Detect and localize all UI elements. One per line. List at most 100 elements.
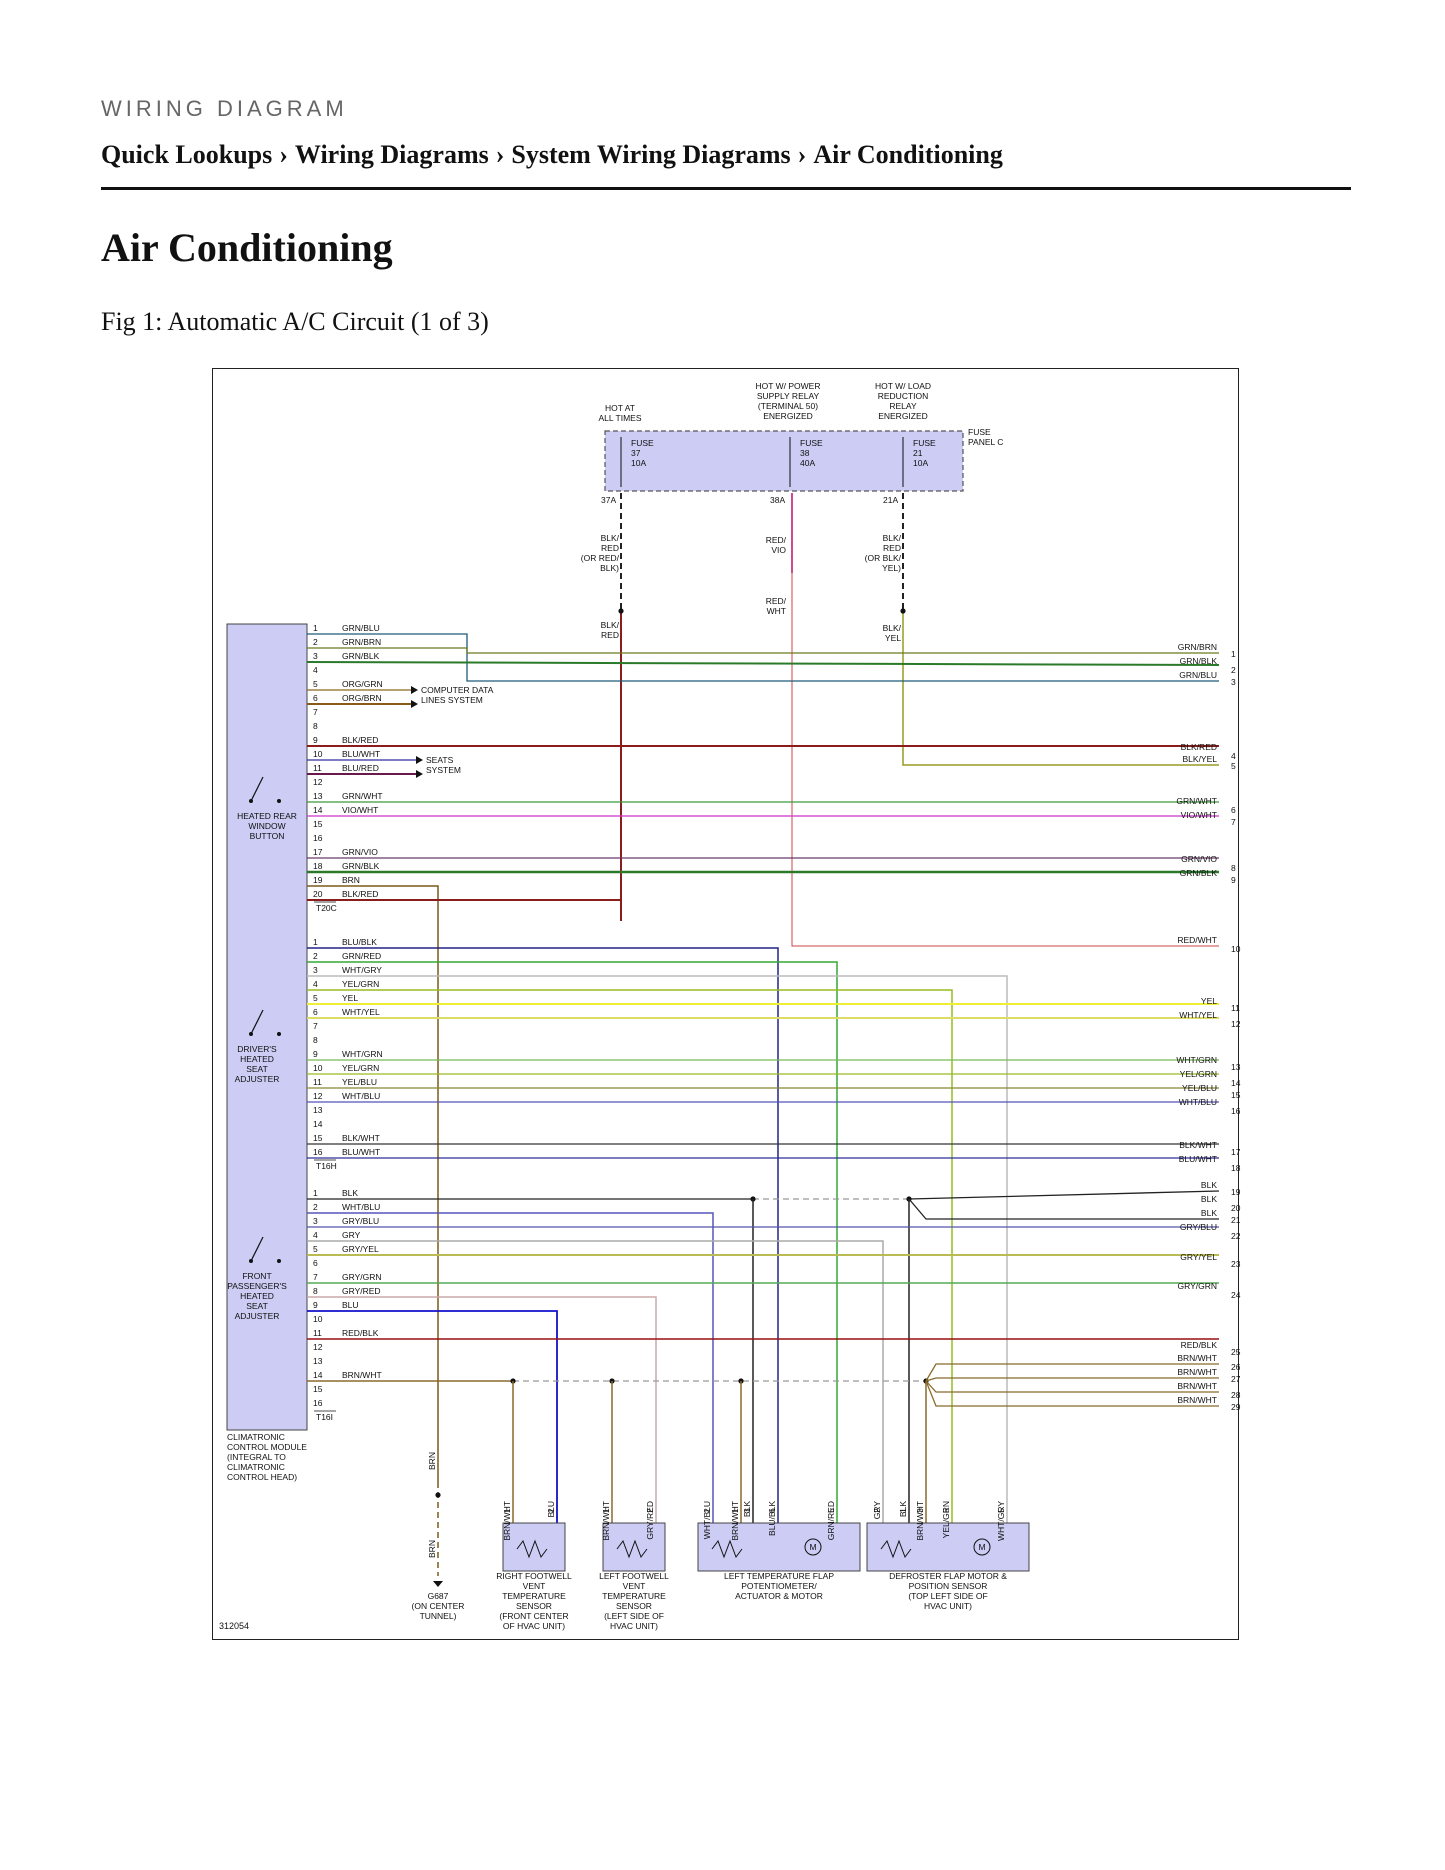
- right-reference-number: 19: [1231, 1187, 1241, 1197]
- right-wire-label: RED/BLK: [1181, 1340, 1218, 1350]
- right-wire-label: YEL: [1201, 996, 1217, 1006]
- right-reference-number: 17: [1231, 1147, 1241, 1157]
- pin-number: 16: [313, 1147, 323, 1157]
- right-wire-label: BRN/WHT: [1177, 1381, 1217, 1391]
- wire-BLK: [908, 1198, 1219, 1220]
- right-reference-number: 12: [1231, 1019, 1241, 1029]
- right-reference-number: 15: [1231, 1090, 1241, 1100]
- right-reference-number: 20: [1231, 1203, 1241, 1213]
- breadcrumb-link-wiring-diagrams[interactable]: Wiring Diagrams: [294, 140, 489, 169]
- breadcrumb: Quick Lookups›Wiring Diagrams›System Wir…: [101, 140, 1351, 170]
- pin-number: 9: [313, 735, 318, 745]
- component-wire-label: WHT/BLU: [702, 1501, 712, 1539]
- pin-wire-label: YEL: [342, 993, 358, 1003]
- component-pin-number: 2: [645, 1508, 655, 1513]
- component-pin-number: 5: [996, 1508, 1006, 1513]
- right-reference-number: 14: [1231, 1078, 1241, 1088]
- component-wire-label: GRY: [872, 1501, 882, 1520]
- right-reference-number: 21: [1231, 1215, 1241, 1225]
- fuse-panel-label: FUSE: [968, 427, 991, 437]
- component-label: HVAC UNIT): [924, 1601, 972, 1611]
- right-wire-label: RED/WHT: [1177, 935, 1217, 945]
- pin-number: 15: [313, 819, 323, 829]
- right-wire-label: GRN/BLK: [1180, 656, 1218, 666]
- component-wire-label: BLK: [742, 1501, 752, 1517]
- wire-WHT/GRY: [307, 975, 1008, 1531]
- right-wire-label: BRN/WHT: [1177, 1367, 1217, 1377]
- pin-number: 16: [313, 1398, 323, 1408]
- pin-wire-label: GRN/BRN: [342, 637, 381, 647]
- power-source-label: ALL TIMES: [599, 413, 642, 423]
- wire-GRY: [307, 1240, 884, 1531]
- pin-wire-label: GRN/BLU: [342, 623, 380, 633]
- wire-WHT/BLU: [307, 1212, 714, 1531]
- pin-number: 13: [313, 1356, 323, 1366]
- connector-name: T16I: [316, 1412, 333, 1422]
- power-source-label: SUPPLY RELAY: [757, 391, 820, 401]
- fuse-label: 10A: [913, 458, 928, 468]
- pin-wire-label: BLU/RED: [342, 763, 379, 773]
- component-pin-number: 3: [742, 1508, 752, 1513]
- right-wire-label: GRY/BLU: [1180, 1222, 1217, 1232]
- right-reference-number: 23: [1231, 1259, 1241, 1269]
- wire-BRN/WHT: [925, 1380, 1219, 1393]
- pin-number: 19: [313, 875, 323, 885]
- arrow-seats-system: [416, 770, 423, 778]
- wire-GRN/BLU: [307, 633, 1219, 682]
- pin-number: 1: [313, 1188, 318, 1198]
- pin-number: 12: [313, 1342, 323, 1352]
- power-source-label: (TERMINAL 50): [758, 401, 818, 411]
- pin-wire-label: GRN/WHT: [342, 791, 383, 801]
- splice-dot: [900, 608, 906, 614]
- pin-number: 7: [313, 707, 318, 717]
- breadcrumb-link-system-wiring-diagrams[interactable]: System Wiring Diagrams: [511, 140, 791, 169]
- component-box: [602, 1522, 666, 1572]
- pin-number: 20: [313, 889, 323, 899]
- pin-wire-label: GRN/RED: [342, 951, 381, 961]
- breadcrumb-link-quick-lookups[interactable]: Quick Lookups: [101, 140, 273, 169]
- pin-number: 14: [313, 1119, 323, 1129]
- component-pin-number: 6: [767, 1508, 777, 1513]
- component-label: TEMPERATURE: [602, 1591, 666, 1601]
- wire-BLU/BLK: [307, 947, 779, 1531]
- component-label: OF HVAC UNIT): [503, 1621, 565, 1631]
- pin-wire-label: BLK/RED: [342, 889, 378, 899]
- right-wire-label: WHT/BLU: [1179, 1097, 1217, 1107]
- switch-label: HEATED: [240, 1291, 274, 1301]
- switch-label: WINDOW: [248, 821, 285, 831]
- wire-color-label: RED: [601, 543, 619, 553]
- module-label: CONTROL HEAD): [227, 1472, 297, 1482]
- pin-wire-label: WHT/BLU: [342, 1091, 380, 1101]
- component-wire-label: WHT/GRY: [996, 1501, 1006, 1541]
- power-source-label: HOT AT: [605, 403, 635, 413]
- wire-color-label: BLK/: [601, 620, 620, 630]
- climatronic-control-module: [226, 623, 308, 1431]
- pin-wire-label: GRN/BLK: [342, 651, 380, 661]
- pin-number: 1: [313, 937, 318, 947]
- fuse-label: 40A: [800, 458, 815, 468]
- pin-wire-label: GRY: [342, 1230, 361, 1240]
- switch-terminal: [277, 1032, 281, 1036]
- pin-wire-label: WHT/GRN: [342, 1049, 383, 1059]
- switch-terminal: [249, 1032, 253, 1036]
- breadcrumb-separator: ›: [495, 140, 505, 169]
- pin-wire-label: BLU/BLK: [342, 937, 377, 947]
- connector-name: T20C: [316, 903, 337, 913]
- fuse-terminal-label: 37A: [601, 495, 616, 505]
- component-wire-label: YEL/GRN: [941, 1501, 951, 1538]
- wire-GRN/BRN: [307, 647, 1219, 654]
- pin-wire-label: ORG/BRN: [342, 693, 382, 703]
- pin-number: 11: [313, 1328, 322, 1338]
- thermistor-symbol: [516, 1539, 548, 1559]
- pin-wire-label: WHT/YEL: [342, 1007, 380, 1017]
- component-pin-number: 1: [898, 1508, 908, 1513]
- component-label: POSITION SENSOR: [909, 1581, 988, 1591]
- pin-number: 10: [313, 749, 323, 759]
- right-wire-label: BLK/RED: [1181, 742, 1217, 752]
- component-label: TEMPERATURE: [502, 1591, 566, 1601]
- wire-color-label: BLK/: [883, 623, 902, 633]
- component-label: HVAC UNIT): [610, 1621, 658, 1631]
- component-label: (LEFT SIDE OF: [604, 1611, 664, 1621]
- right-reference-number: 8: [1231, 863, 1236, 873]
